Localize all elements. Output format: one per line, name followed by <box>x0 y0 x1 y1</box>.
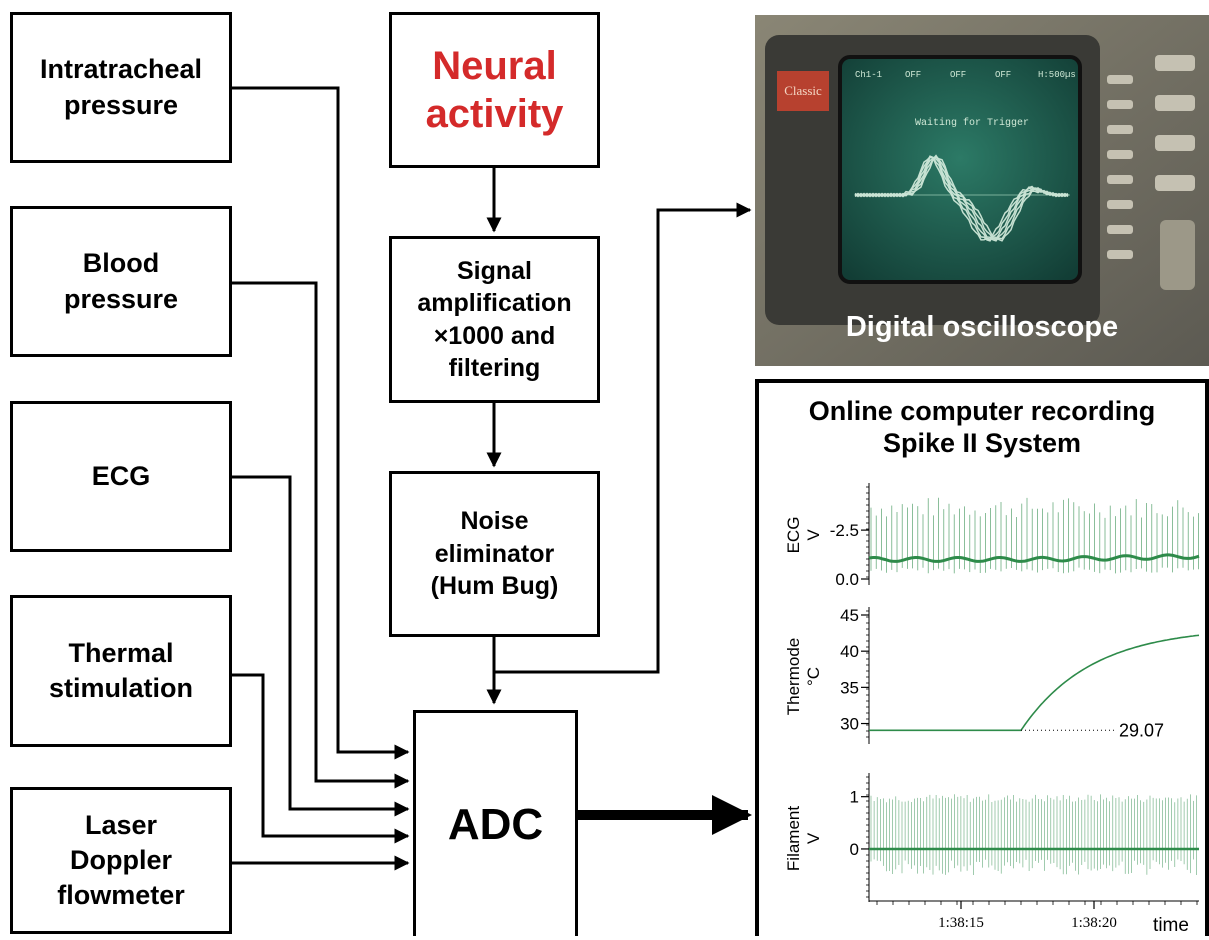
wire-thermal-to-adc <box>232 673 410 844</box>
ecg-baseline-trace <box>868 553 1200 563</box>
blood-pressure-box: Blood pressure <box>10 206 232 357</box>
wire-intratracheal-to-adc <box>232 86 410 760</box>
ecg-box: ECG <box>10 401 232 552</box>
oscilloscope-header-item: OFF <box>995 70 1011 80</box>
oscilloscope-message: Waiting for Trigger <box>915 117 1029 129</box>
laser-doppler-label: Laser Doppler flowmeter <box>57 809 185 911</box>
oscilloscope-caption: Digital oscilloscope <box>845 311 1119 343</box>
y-axis-title: Thermode <box>784 638 803 715</box>
y-tick-label: 35 <box>840 678 859 697</box>
oscilloscope-header-item: Ch1-1 <box>855 70 882 80</box>
wire-to-oscilloscope <box>494 202 752 674</box>
noise-eliminator-box: Noise eliminator (Hum Bug) <box>389 471 600 637</box>
x-tick-label: 1:38:20 <box>1071 915 1117 931</box>
oscilloscope-header-item: H:500µs <box>1038 70 1076 80</box>
thermal-stimulation-box: Thermal stimulation <box>10 595 232 747</box>
y-tick-label: 30 <box>840 715 859 734</box>
y-axis-unit: V <box>804 832 823 844</box>
noise-eliminator-label: Noise eliminator (Hum Bug) <box>430 507 559 601</box>
neural-activity-label: Neural activity <box>425 44 564 136</box>
x-tick-label: 1:38:15 <box>938 915 984 931</box>
y-tick-label: 40 <box>840 642 859 661</box>
y-tick-label: 1 <box>850 788 859 807</box>
time-axis-label: time <box>1153 915 1189 936</box>
laser-doppler-box: Laser Doppler flowmeter <box>10 787 232 934</box>
oscilloscope-header-item: OFF <box>950 70 966 80</box>
wire-blood-to-adc <box>232 281 410 789</box>
digital-oscilloscope-photo: Classic Ch1-1 OFF OFF OFF H:500µs Waiting fo… <box>755 15 1209 366</box>
intratracheal-pressure-box: Intratracheal pressure <box>10 12 232 163</box>
y-tick-label: 0 <box>850 840 859 859</box>
blood-pressure-label: Blood pressure <box>63 248 179 314</box>
y-axis-title: Filament <box>784 806 803 871</box>
thermal-stimulation-label: Thermal stimulation <box>48 637 193 703</box>
oscilloscope-trace <box>854 156 1069 242</box>
oscilloscope-brand: Classic <box>784 83 822 98</box>
oscilloscope-image: Classic Ch1-1 OFF OFF OFF H:500µs Waiting fo… <box>755 15 1209 366</box>
thermode-annotation: 29.07 <box>1119 720 1164 740</box>
time-axis: 1:38:15 1:38:20 time <box>869 900 1199 936</box>
y-tick-label: -2.5 <box>830 521 859 540</box>
online-recording-panel: Online computer recording Spike II Syste… <box>755 379 1209 936</box>
y-axis-title: ECG <box>784 517 803 554</box>
recording-title: Online computer recording Spike II Syste… <box>808 396 1156 459</box>
oscilloscope-header-item: OFF <box>905 70 921 80</box>
adc-box: ADC <box>413 710 578 936</box>
thermode-trace <box>869 634 1200 732</box>
y-tick-label: 0.0 <box>835 570 859 589</box>
y-axis-unit: V <box>804 529 823 541</box>
signal-amplification-label: Signal amplification ×1000 and filtering <box>417 256 572 383</box>
ecg-label: ECG <box>91 460 151 491</box>
signal-amplification-box: Signal amplification ×1000 and filtering <box>389 236 600 403</box>
y-tick-label: 45 <box>840 606 859 625</box>
intratracheal-pressure-label: Intratracheal pressure <box>39 54 203 120</box>
adc-label: ADC <box>447 799 544 849</box>
neural-activity-box: Neural activity <box>389 12 600 168</box>
wire-ecg-to-adc <box>232 475 410 817</box>
y-axis-unit: °C <box>804 667 823 686</box>
